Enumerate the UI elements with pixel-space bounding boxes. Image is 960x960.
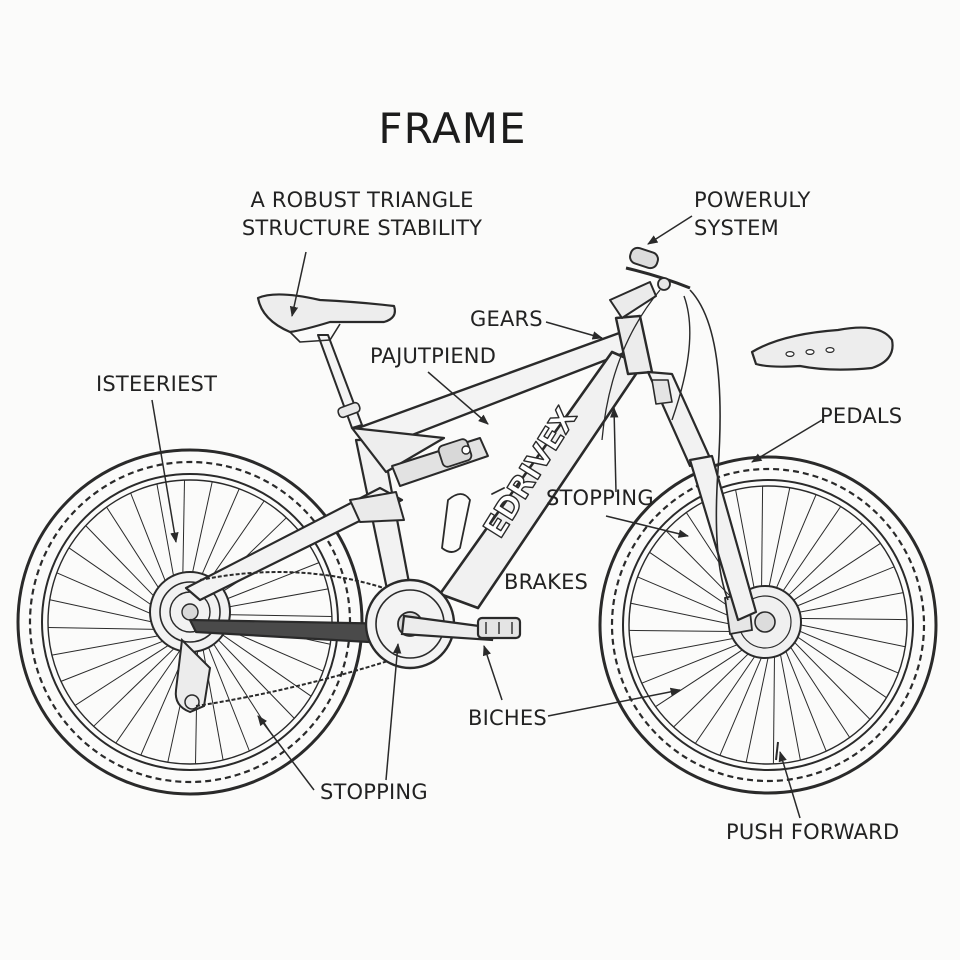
diagram-title: FRAME bbox=[378, 104, 527, 153]
label-stopping-rear: STOPPING bbox=[320, 780, 428, 804]
arrow-gears bbox=[545, 321, 604, 340]
arrow-stopping-front-up bbox=[610, 406, 619, 493]
spoke bbox=[93, 635, 188, 727]
label-biches: BICHES bbox=[468, 706, 547, 730]
chain-top bbox=[199, 571, 391, 591]
label-triangle-line2: STRUCTURE STABILITY bbox=[241, 216, 483, 241]
label-gears: GEARS bbox=[470, 307, 543, 331]
label-push-forward: PUSH FORWARD bbox=[726, 820, 900, 844]
arrow-powerful bbox=[647, 215, 693, 245]
spoke bbox=[115, 635, 191, 744]
crank-arm bbox=[400, 614, 496, 642]
label-arrows bbox=[151, 215, 823, 819]
arrow-biches-pedal bbox=[483, 645, 503, 701]
arrow-isteeriest bbox=[151, 399, 179, 544]
arrow-stopping-rear bbox=[385, 642, 402, 781]
fork-cockpit bbox=[601, 246, 758, 622]
label-triangle: A ROBUST TRIANGLE STRUCTURE STABILITY bbox=[232, 186, 492, 243]
spare-saddle bbox=[750, 326, 894, 371]
arrow-push-forward bbox=[778, 750, 801, 819]
handlebar-grip bbox=[629, 246, 659, 270]
label-triangle-line1: A ROBUST TRIANGLE bbox=[250, 188, 474, 212]
label-powerful-line2: SYSTEM bbox=[694, 216, 779, 241]
arrow-pajutpiend bbox=[427, 371, 489, 425]
arrow-stopping-front bbox=[605, 515, 690, 538]
spoke bbox=[74, 634, 185, 706]
arrow-stopping-rear-left bbox=[257, 715, 315, 791]
arrow-pedals bbox=[751, 419, 823, 463]
drivetrain bbox=[195, 571, 522, 707]
spoke bbox=[199, 631, 224, 761]
spoke bbox=[201, 629, 250, 752]
chain-bottom bbox=[195, 653, 411, 707]
label-brakes: BRAKES bbox=[504, 570, 589, 594]
label-stopping-front: STOPPING bbox=[546, 486, 654, 510]
arrow-biches bbox=[547, 687, 682, 717]
arrow-triangle bbox=[289, 251, 307, 318]
label-pedals: PEDALS bbox=[820, 404, 903, 428]
label-powerful: POWERULY SYSTEM bbox=[694, 186, 811, 243]
label-isteeriest: ISTEERIEST bbox=[96, 372, 218, 396]
label-powerful-line1: POWERULY bbox=[694, 188, 811, 212]
rear-derailleur bbox=[174, 637, 212, 714]
label-pajutpiend: PAJUTPIEND bbox=[370, 344, 497, 368]
bike-saddle bbox=[256, 293, 396, 343]
